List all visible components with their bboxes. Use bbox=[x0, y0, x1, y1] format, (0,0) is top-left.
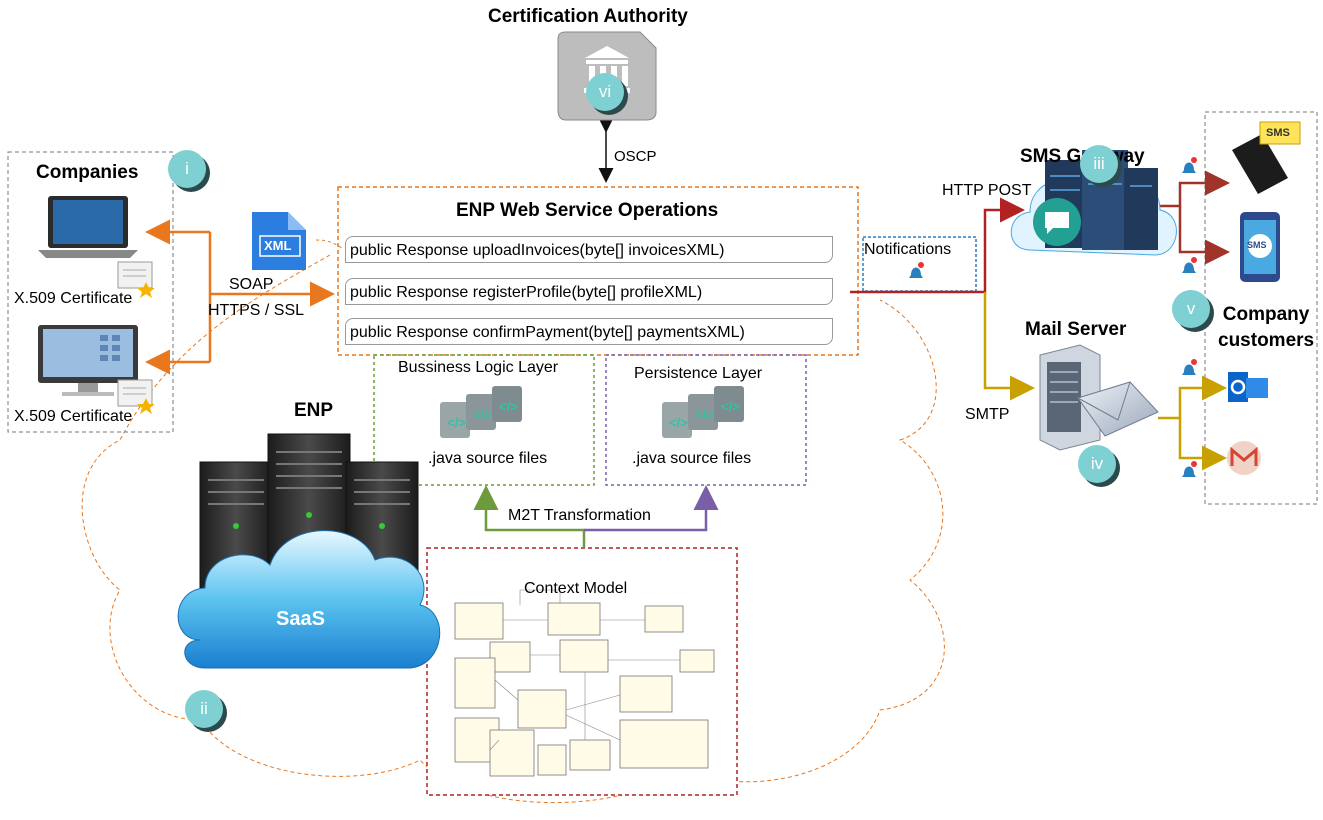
mobile-phone-icon bbox=[1232, 121, 1301, 194]
java-files-icon: </> </> </> bbox=[440, 386, 522, 438]
persistence-layer-title: Persistence Layer bbox=[634, 365, 763, 382]
smtp-label: SMTP bbox=[965, 406, 1010, 423]
gmail-icon bbox=[1227, 441, 1261, 475]
persistence-layer-files: .java source files bbox=[632, 450, 752, 467]
company-customers-line2: customers bbox=[1218, 330, 1315, 351]
notification-connectors bbox=[850, 170, 1230, 471]
xml-icon-label: XML bbox=[264, 238, 292, 253]
badge-iii: iii bbox=[1080, 145, 1118, 183]
desktop-icon bbox=[38, 325, 138, 396]
certificate-icon bbox=[117, 379, 155, 414]
operation-upload-invoices: public Response uploadInvoices(byte[] in… bbox=[345, 236, 833, 263]
badge-v: v bbox=[1172, 290, 1210, 328]
saas-label: SaaS bbox=[276, 608, 325, 630]
persistence-layer-box bbox=[605, 354, 807, 486]
mail-server-icon bbox=[1039, 344, 1159, 451]
certificate-label-1: X.509 Certificate bbox=[14, 290, 133, 307]
oscp-label: OSCP bbox=[614, 148, 657, 165]
context-model-title: Context Model bbox=[524, 580, 628, 597]
companies-title: Companies bbox=[36, 162, 139, 183]
badge-ii: ii bbox=[185, 690, 223, 728]
outlook-icon bbox=[1228, 372, 1268, 402]
badge-iv: iv bbox=[1078, 445, 1116, 483]
saas-cloud-icon bbox=[177, 530, 441, 669]
m2t-connectors bbox=[473, 485, 719, 548]
m2t-label: M2T Transformation bbox=[508, 507, 651, 524]
notification-bell-icons bbox=[909, 157, 1197, 477]
https-label: HTTPS / SSL bbox=[208, 302, 305, 319]
xml-file-icon bbox=[252, 212, 306, 270]
notifications-box bbox=[862, 236, 977, 292]
svg-text:</>: </> bbox=[447, 415, 466, 430]
laptop-icon bbox=[38, 196, 138, 258]
companies-box bbox=[7, 151, 174, 433]
sms-label: SMS bbox=[1266, 127, 1290, 139]
web-service-title: ENP Web Service Operations bbox=[456, 200, 719, 221]
tablet-sms-label: SMS bbox=[1247, 240, 1267, 250]
certification-authority-title: Certification Authority bbox=[488, 6, 688, 27]
certificate-icon bbox=[117, 261, 155, 298]
operation-confirm-payment: public Response confirmPayment(byte[] pa… bbox=[345, 318, 833, 345]
notifications-label: Notifications bbox=[864, 241, 952, 258]
xml-link bbox=[315, 239, 343, 249]
soap-connectors bbox=[145, 219, 335, 375]
company-customers-title: Company customers bbox=[1218, 302, 1314, 354]
svg-text:</>: </> bbox=[669, 415, 688, 430]
java-files-icon: </> </> </> bbox=[662, 386, 744, 438]
enp-title: ENP bbox=[294, 400, 334, 421]
badge-vi: vi bbox=[586, 73, 624, 111]
svg-text:</>: </> bbox=[721, 399, 740, 414]
certificate-label-2: X.509 Certificate bbox=[14, 408, 133, 425]
svg-text:</>: </> bbox=[695, 407, 714, 422]
soap-label: SOAP bbox=[229, 276, 274, 293]
sms-gateway-icon bbox=[1010, 150, 1177, 256]
business-layer-files: .java source files bbox=[428, 450, 548, 467]
svg-text:</>: </> bbox=[499, 399, 518, 414]
company-customers-line1: Company bbox=[1222, 304, 1310, 325]
operation-register-profile: public Response registerProfile(byte[] p… bbox=[345, 278, 833, 305]
business-layer-box bbox=[373, 354, 595, 486]
mail-server-title: Mail Server bbox=[1025, 319, 1127, 340]
svg-text:</>: </> bbox=[473, 407, 492, 422]
context-model-relations bbox=[489, 589, 680, 751]
business-layer-title: Bussiness Logic Layer bbox=[398, 359, 559, 376]
http-post-label: HTTP POST bbox=[942, 182, 1032, 199]
context-model-uml bbox=[454, 602, 715, 777]
tablet-icon bbox=[1240, 212, 1280, 282]
badge-i: i bbox=[168, 150, 206, 188]
saas-cloud-outline bbox=[81, 254, 945, 803]
